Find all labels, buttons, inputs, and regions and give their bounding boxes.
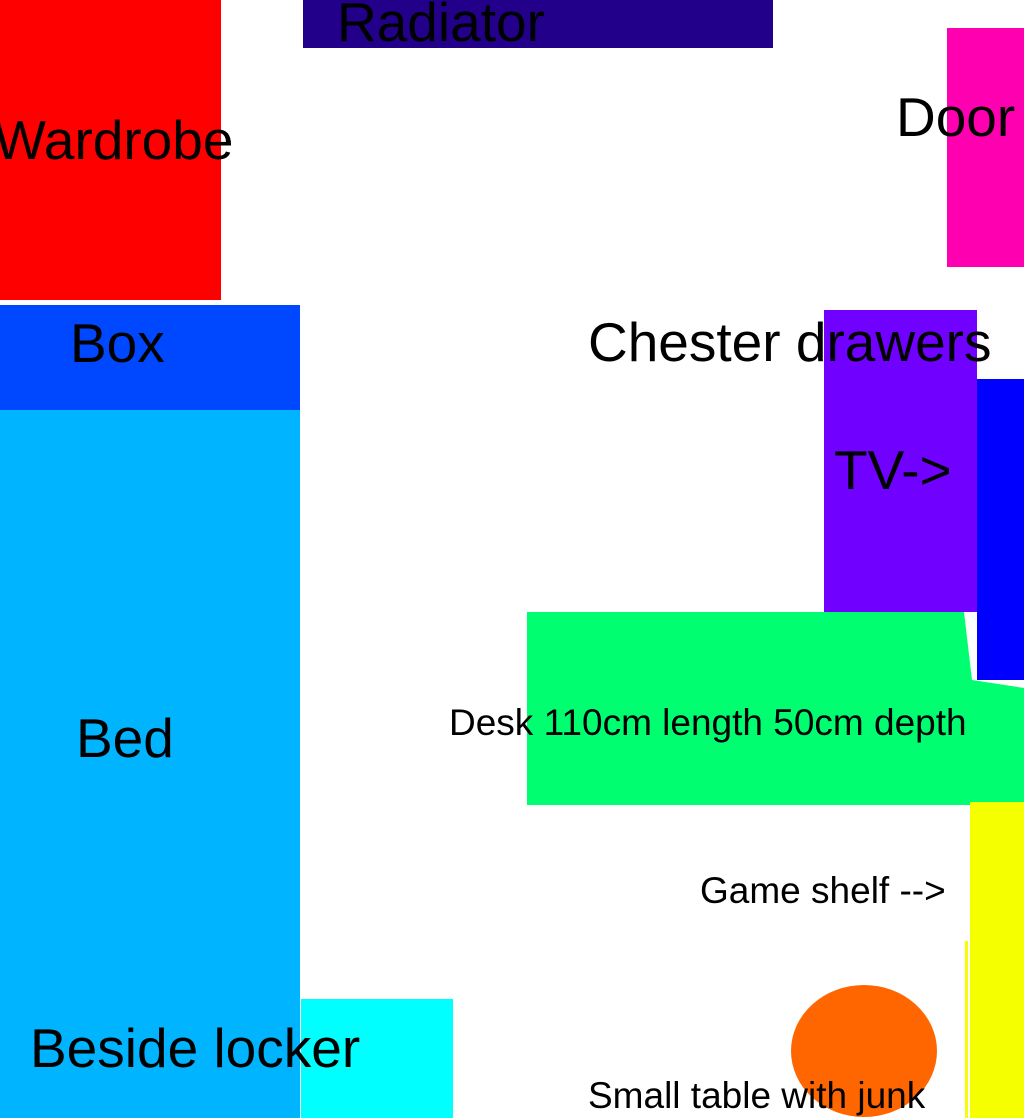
beside-locker-label: Beside locker: [30, 1017, 361, 1079]
small-table: [791, 985, 937, 1117]
wardrobe: [0, 0, 221, 300]
radiator: [303, 0, 773, 48]
beside-locker: [301, 999, 453, 1118]
bed: [0, 410, 300, 1118]
small-table-label: Small table with junk: [588, 1075, 926, 1116]
box: [0, 305, 300, 410]
door: [947, 28, 1024, 267]
desk-label: Desk 110cm length 50cm depth: [449, 702, 967, 743]
chester-drawers-label: Chester drawers: [588, 311, 992, 373]
bed-label: Bed: [76, 707, 174, 769]
tv-label: TV->: [834, 439, 952, 501]
game-shelf: [970, 802, 1024, 1118]
wardrobe-label: Wardrobe: [0, 109, 234, 171]
tv: [977, 379, 1024, 680]
game-shelf-label: Game shelf -->: [700, 870, 946, 911]
radiator-label: Radiator: [337, 0, 545, 53]
chester-drawers: [824, 310, 977, 612]
box-label: Box: [70, 312, 165, 374]
desk: [527, 612, 1024, 805]
game-shelf-edge: [965, 941, 968, 1118]
door-label: Door: [896, 86, 1016, 148]
